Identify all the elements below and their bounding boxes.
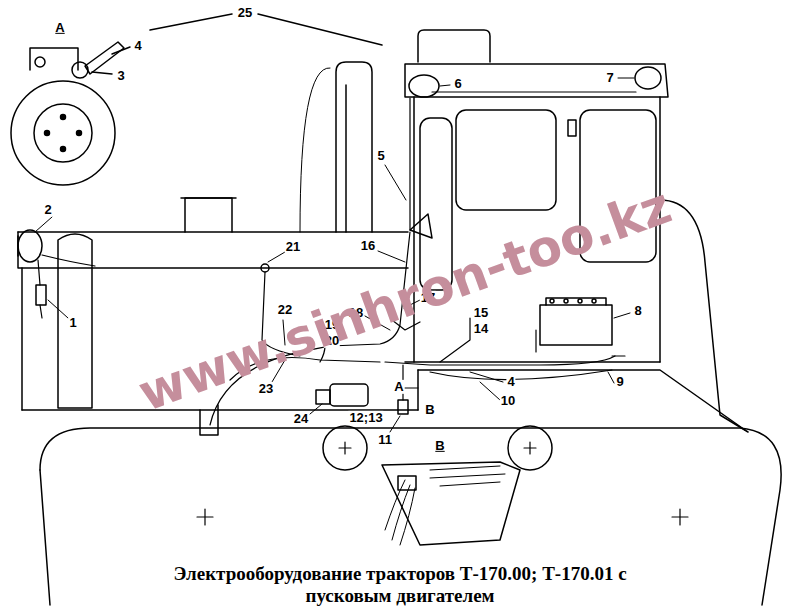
callout-number: 15 xyxy=(473,306,489,320)
callout-number: 23 xyxy=(258,382,274,396)
callout-number: 12;13 xyxy=(348,411,383,425)
callout-number: 3 xyxy=(116,69,125,83)
callout-number: 25 xyxy=(237,6,253,20)
callout-number: 4 xyxy=(506,375,515,389)
callout-number: 24 xyxy=(293,412,309,426)
callout-number: 2 xyxy=(43,203,52,217)
caption: Электрооборудование тракторов Т-170.00; … xyxy=(150,563,650,607)
detail-a xyxy=(11,42,130,185)
callout-number: 21 xyxy=(285,240,301,254)
view-label: В xyxy=(424,403,435,417)
callout-number: 10 xyxy=(500,394,516,408)
watermark: www.sinhron-too.kz xyxy=(131,178,680,423)
detail-b xyxy=(382,462,520,545)
callout-number: 6 xyxy=(453,77,462,91)
callout-number: 14 xyxy=(473,322,489,336)
callout-number: 11 xyxy=(377,433,393,447)
view-label: А xyxy=(54,21,65,35)
callout-number: 1 xyxy=(68,316,77,330)
callout-number: 7 xyxy=(605,71,614,85)
callout-number: 16 xyxy=(360,239,376,253)
view-label: А xyxy=(393,380,404,394)
callout-number: 5 xyxy=(376,149,385,163)
callout-number: 9 xyxy=(615,375,624,389)
view-label: В xyxy=(434,439,445,453)
callout-number: 8 xyxy=(633,304,642,318)
callout-number: 4 xyxy=(133,39,142,53)
bracket xyxy=(150,14,382,45)
